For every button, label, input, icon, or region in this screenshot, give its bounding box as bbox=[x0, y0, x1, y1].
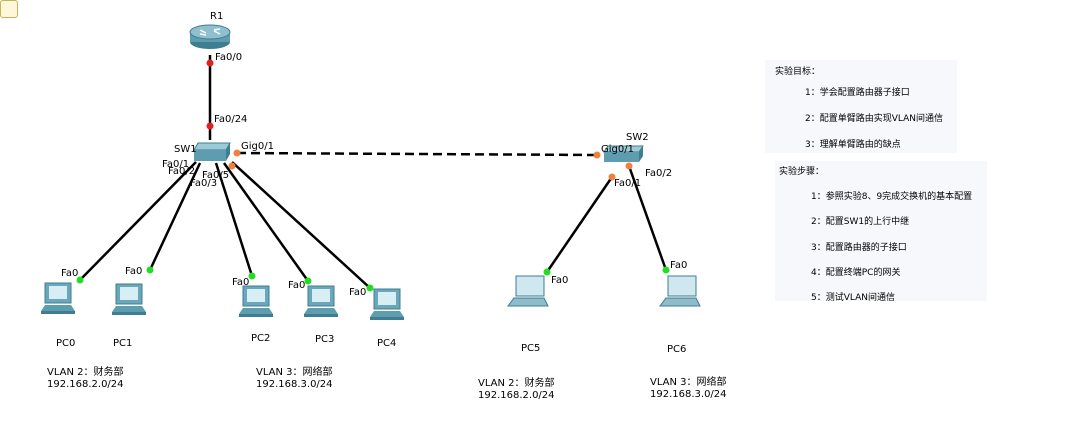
link-sw1-pc0[interactable] bbox=[79, 161, 197, 281]
device-name: PC2 bbox=[251, 333, 270, 344]
port-dot-pc6 bbox=[662, 266, 670, 274]
port-label: Fa0 bbox=[551, 275, 568, 286]
vlan-note-subnet: 192.168.2.0/24 bbox=[47, 379, 124, 390]
link-sw1-sw2-trunk[interactable] bbox=[236, 151, 598, 157]
link-sw2-pc6[interactable] bbox=[627, 165, 668, 271]
vlan-notes: VLAN 2：财务部 192.168.2.0/24 VLAN 3：网络部 192… bbox=[47, 365, 727, 401]
goals-note[interactable]: 实验目标： 1：学会配置路由器子接口 2：配置单臂路由实现VLAN间通信 3：理… bbox=[765, 60, 957, 153]
vlan-note-subnet: 192.168.3.0/24 bbox=[650, 389, 727, 400]
port-dot-pc3 bbox=[304, 277, 312, 285]
port-label: Fa0/2 bbox=[645, 168, 672, 179]
vlan-note-title: VLAN 3：网络部 bbox=[256, 365, 333, 378]
step-item: 1：参照实验8、9完成交换机的基本配置 bbox=[811, 192, 973, 202]
device-name: PC0 bbox=[56, 338, 75, 349]
port-dot-r1-fa0-0 bbox=[206, 59, 214, 67]
pc-pc2[interactable] bbox=[238, 285, 274, 318]
port-label: Fa0 bbox=[670, 260, 687, 271]
port-dot-sw1-fa0-24 bbox=[206, 122, 214, 130]
step-item: 3：配置路由器的子接口 bbox=[811, 243, 907, 253]
step-item: 2：配置SW1的上行中继 bbox=[811, 217, 910, 227]
router-name: R1 bbox=[210, 11, 223, 22]
goal-item: 3：理解单臂路由的缺点 bbox=[805, 140, 901, 150]
device-name: PC5 bbox=[521, 343, 540, 354]
pc-pc4[interactable] bbox=[369, 288, 405, 321]
port-dot-pc4 bbox=[366, 284, 374, 292]
port-label: Fa0/3 bbox=[190, 178, 217, 189]
pc-pc3[interactable] bbox=[303, 285, 339, 318]
vlan-note-title: VLAN 2：财务部 bbox=[47, 365, 124, 378]
goal-item: 1：学会配置路由器子接口 bbox=[805, 88, 910, 98]
link-sw2-pc5[interactable] bbox=[545, 176, 614, 273]
port-label: Fa0 bbox=[288, 280, 305, 291]
port-dot-sw2-fa0-2 bbox=[625, 162, 633, 170]
links bbox=[79, 55, 668, 289]
port-label: Gig0/1 bbox=[601, 144, 634, 155]
switch-sw2[interactable] bbox=[603, 145, 644, 162]
link-sw1-pc1[interactable] bbox=[148, 162, 202, 271]
link-sw1-pc2[interactable] bbox=[214, 162, 254, 277]
switch-sw1[interactable] bbox=[193, 142, 231, 161]
port-label: Fa0/24 bbox=[214, 114, 247, 125]
link-status-dots bbox=[76, 59, 670, 292]
port-label: Fa0 bbox=[61, 268, 78, 279]
link-sw1-pc3[interactable] bbox=[222, 162, 310, 282]
port-dot-sw1-fa0-5 bbox=[228, 162, 236, 170]
switch-name: SW2 bbox=[626, 132, 649, 143]
router-r1[interactable] bbox=[189, 24, 231, 49]
port-dot-pc0 bbox=[76, 276, 84, 284]
steps-note[interactable]: 实验步骤： 1：参照实验8、9完成交换机的基本配置 2：配置SW1的上行中继 3… bbox=[775, 161, 987, 303]
port-label: Fa0/5 bbox=[202, 170, 229, 181]
device-name: PC3 bbox=[315, 334, 334, 345]
port-label: Fa0/1 bbox=[162, 159, 189, 170]
vlan-note-title: VLAN 3：网络部 bbox=[650, 375, 727, 388]
port-dot-pc5 bbox=[543, 268, 551, 276]
workspace-icon[interactable] bbox=[0, 0, 18, 18]
vlan-note-title: VLAN 2：财务部 bbox=[478, 376, 555, 389]
port-label: Fa0/1 bbox=[614, 178, 641, 189]
port-dot-pc2 bbox=[248, 272, 256, 280]
port-dot-sw2-fa0-1 bbox=[608, 173, 616, 181]
step-item: 4：配置终端PC的网关 bbox=[811, 268, 901, 278]
steps-title: 实验步骤： bbox=[779, 167, 825, 177]
port-label: Fa0 bbox=[125, 266, 142, 277]
pc-pc0[interactable] bbox=[40, 282, 76, 315]
device-name: PC4 bbox=[377, 338, 396, 349]
port-dot-pc1 bbox=[146, 266, 154, 274]
device-name: PC6 bbox=[667, 344, 686, 355]
laptop-pc6[interactable] bbox=[659, 275, 701, 307]
vlan-note-subnet: 192.168.3.0/24 bbox=[256, 379, 333, 390]
link-sw1-pc4[interactable] bbox=[231, 161, 371, 289]
port-label: Fa0/2 bbox=[168, 166, 195, 177]
port-label: Fa0 bbox=[349, 287, 366, 298]
step-item: 5：测试VLAN间通信 bbox=[811, 293, 895, 303]
port-label: Fa0/0 bbox=[215, 52, 242, 63]
port-dot-sw2-gig0-1 bbox=[593, 151, 601, 159]
switch-name: SW1 bbox=[174, 144, 197, 155]
goals-title: 实验目标： bbox=[775, 67, 821, 77]
laptop-pc5[interactable] bbox=[507, 275, 549, 307]
port-label: Fa0 bbox=[232, 277, 249, 288]
port-dot-sw1-gig0-1 bbox=[233, 149, 241, 157]
port-label: Gig0/1 bbox=[241, 141, 274, 152]
vlan-note-subnet: 192.168.2.0/24 bbox=[478, 390, 555, 401]
pc-pc1[interactable] bbox=[111, 283, 147, 316]
device-name: PC1 bbox=[113, 338, 132, 349]
goal-item: 2：配置单臂路由实现VLAN间通信 bbox=[805, 114, 943, 124]
